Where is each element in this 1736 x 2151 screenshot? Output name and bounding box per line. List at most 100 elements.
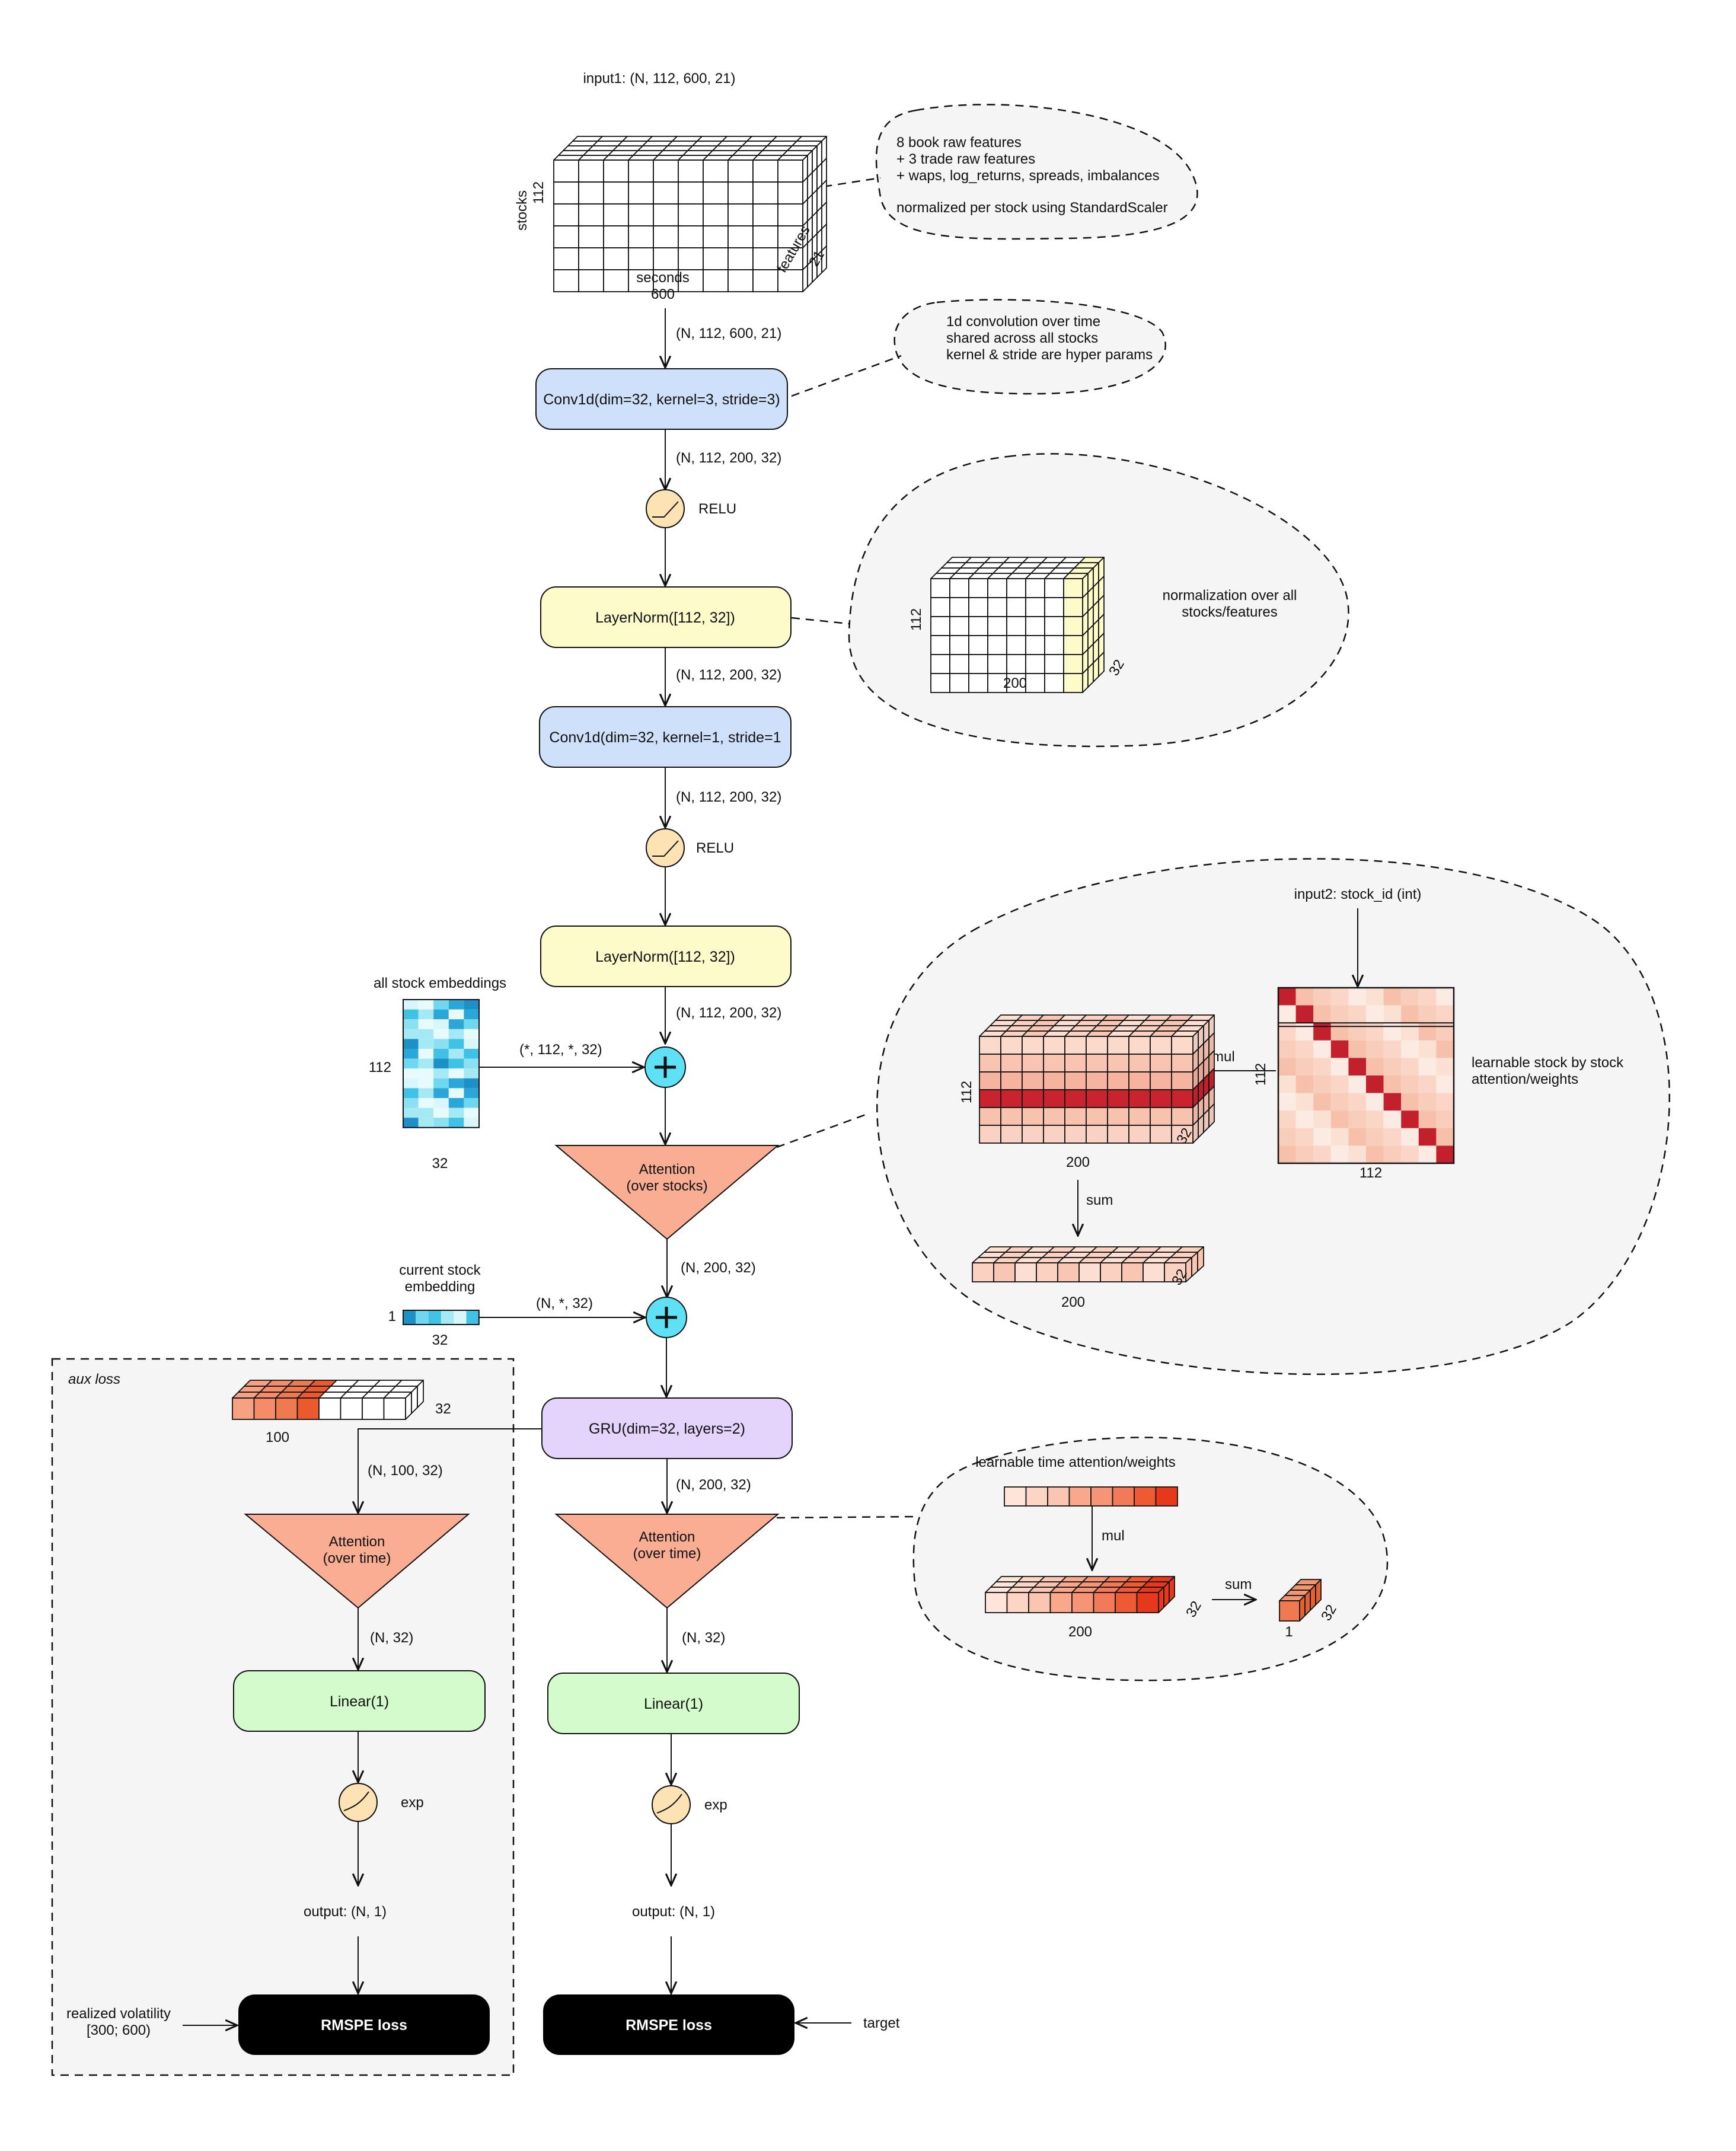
cube-front-cell [1150, 1036, 1172, 1055]
matrix-cell [1295, 1093, 1314, 1111]
cube-front-cell [985, 1592, 1008, 1613]
cube-front-cell [1000, 1107, 1023, 1126]
matrix-cell [1330, 1110, 1349, 1128]
embedding-cell [403, 1019, 419, 1029]
cube-front-cell [1025, 654, 1045, 674]
matrix-cell [1366, 1040, 1384, 1058]
embedding-cell [403, 1088, 419, 1098]
time-result-dim1: 1 [1285, 1624, 1293, 1640]
matrix-cell [1313, 1040, 1331, 1058]
cube-front-cell [703, 203, 729, 226]
cube-front-cell [678, 247, 704, 270]
cube-front-cell [1115, 1592, 1138, 1613]
loss-node [543, 1994, 794, 2055]
aux-loss-node [238, 1994, 490, 2055]
cube-front-cell [1025, 597, 1045, 617]
cube-front-cell [653, 269, 679, 292]
matrix-cell [1436, 1005, 1454, 1023]
embedding-cell [418, 1000, 434, 1010]
embedding-cell [448, 1039, 464, 1049]
matrix-cell [1278, 1076, 1296, 1093]
matrix-cell [1313, 1058, 1331, 1076]
cube-front-cell [628, 247, 654, 270]
cube-front-cell [318, 1397, 342, 1420]
matrix-cell [1348, 1145, 1366, 1163]
matrix-cell [1383, 1128, 1402, 1146]
summed-dim-time: 200 [1061, 1294, 1085, 1310]
matrix-cell [1401, 1058, 1419, 1076]
aux-loss-label: RMSPE loss [321, 2017, 407, 2034]
matrix-cell [1330, 1093, 1349, 1111]
matrix-cell [1383, 1093, 1402, 1111]
cube-front-cell [1063, 654, 1083, 674]
matrix-cell [1330, 988, 1349, 1006]
cube-front-cell [1150, 1107, 1172, 1126]
cube-front-cell [727, 203, 754, 226]
cube-front-cell [930, 578, 950, 598]
embedding-cell [403, 1118, 419, 1128]
cube-front-cell [553, 225, 579, 248]
add-current-embedding-icon [646, 1297, 687, 1338]
attention-stocks-label-1: Attention [639, 1161, 695, 1177]
gru-label: GRU(dim=32, layers=2) [589, 1421, 745, 1437]
embedding-cell [418, 1088, 434, 1098]
embedding-cell [433, 1049, 449, 1059]
cube-front-cell [1086, 1071, 1108, 1090]
cube-side-cell [1299, 1595, 1306, 1622]
exp-label: exp [704, 1797, 727, 1813]
cube-front-cell [727, 247, 754, 270]
matrix-cell [1295, 1110, 1314, 1128]
embedding-cell [464, 1068, 479, 1078]
embedding-cell [433, 1009, 449, 1020]
embedding-cell [418, 1019, 434, 1029]
current-embedding-cell [416, 1310, 429, 1325]
cube-front-cell [1086, 1125, 1108, 1144]
cube-front-cell [703, 247, 729, 270]
cube-front-cell [1064, 1036, 1087, 1055]
matrix-cell [1418, 1058, 1437, 1076]
embedding-cell [448, 1078, 464, 1089]
cube-front-cell [653, 247, 679, 270]
time-attention-weights-strip [1004, 1486, 1178, 1507]
cube-front-cell [1022, 1089, 1044, 1108]
cube-front-cell [1044, 654, 1064, 674]
matrix-cell [1278, 1128, 1296, 1146]
cube-front-cell [628, 159, 654, 183]
cube-front-cell [1049, 1592, 1073, 1613]
matrix-cell [1330, 1145, 1349, 1163]
matrix-cell [1278, 1023, 1296, 1041]
cube-front-cell [362, 1397, 385, 1420]
matrix-cell [1366, 1076, 1384, 1093]
aux-slice-features: 32 [435, 1401, 451, 1417]
embedding-cell [448, 1000, 464, 1010]
embedding-cell [448, 1118, 464, 1128]
cube-front-cell [678, 269, 704, 292]
matrix-cell [1418, 1093, 1437, 1111]
cube-front-cell [949, 673, 969, 693]
embedding-cell [448, 1108, 464, 1118]
matrix-cell [1330, 1076, 1349, 1093]
cube-front-cell [578, 203, 604, 226]
matrix-cell [1401, 1128, 1419, 1146]
embedding-cell [464, 1118, 479, 1128]
embedding-cell [433, 1068, 449, 1078]
matrix-cell [1436, 1093, 1454, 1111]
cube-front-cell [553, 269, 579, 292]
cube-front-cell [703, 159, 729, 183]
cube-front-cell [1086, 1054, 1108, 1073]
matrix-cell [1313, 1128, 1331, 1146]
cube-front-cell [949, 654, 969, 674]
ln-note-line1: normalization over all [1163, 588, 1297, 604]
cube-front-cell [1279, 1600, 1300, 1622]
time-weights-title: learnable time attention/weights [975, 1454, 1176, 1470]
cube-front-cell [578, 269, 604, 292]
cube-front-cell [1025, 578, 1045, 598]
embedding-cell [418, 1098, 434, 1108]
cube-front-cell [253, 1397, 276, 1420]
cube-front-cell [1022, 1107, 1044, 1126]
matrix-cell [1401, 1023, 1419, 1041]
attention-time-label-2: (over time) [633, 1546, 701, 1562]
matrix-cell [1418, 1110, 1437, 1128]
stock-cube-dim-stocks: 112 [959, 1081, 975, 1103]
aux-attention-label-1: Attention [329, 1534, 385, 1550]
